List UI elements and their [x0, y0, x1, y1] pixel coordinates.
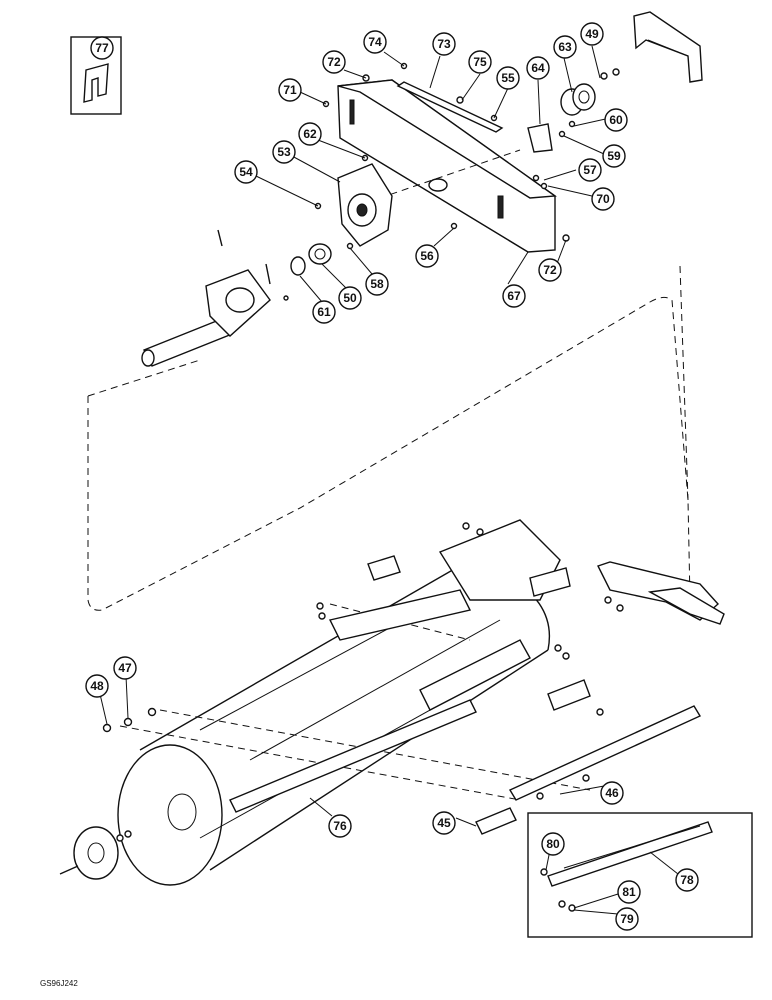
- bracket-64: [527, 123, 553, 153]
- callout-59: 59: [607, 149, 621, 163]
- callout-badges: 77 74 73 72 75 55 64 63 49 71 62 53 60 5…: [85, 22, 699, 931]
- hub-flange: [59, 826, 119, 880]
- dashed-assembly-outline: [87, 296, 691, 611]
- drawing-code: GS96J242: [40, 979, 78, 988]
- callout-76: 76: [333, 819, 347, 833]
- callout-81: 81: [622, 885, 636, 899]
- drum-76: [117, 559, 591, 886]
- callout-64: 64: [531, 61, 545, 75]
- callout-67: 67: [507, 289, 521, 303]
- callout-54: 54: [239, 165, 253, 179]
- bearing-50: [308, 243, 332, 265]
- callout-72b: 72: [543, 263, 557, 277]
- callout-53: 53: [277, 145, 291, 159]
- callout-48: 48: [90, 679, 104, 693]
- callout-80: 80: [546, 837, 560, 851]
- inset-78-box: [527, 812, 753, 938]
- strap-73: [396, 81, 504, 133]
- ring-61: [290, 256, 306, 276]
- bearing-housing-53: [337, 163, 393, 247]
- drum-fins: [229, 519, 561, 813]
- callout-74: 74: [368, 35, 382, 49]
- callout-72a: 72: [327, 55, 341, 69]
- stub-shaft-assembly: [141, 229, 271, 367]
- callout-75: 75: [473, 55, 487, 69]
- drum-shaft: [529, 567, 571, 597]
- bar-46-strip: [508, 705, 702, 801]
- callout-45: 45: [437, 816, 451, 830]
- callout-78: 78: [680, 873, 694, 887]
- shield-top-right: [633, 11, 703, 83]
- callout-61: 61: [317, 305, 331, 319]
- callout-55: 55: [501, 71, 515, 85]
- callout-77: 77: [95, 41, 109, 55]
- callout-63: 63: [558, 40, 572, 54]
- callout-71: 71: [283, 83, 297, 97]
- callout-56: 56: [420, 249, 434, 263]
- right-bracket: [597, 561, 725, 625]
- callout-47: 47: [118, 661, 132, 675]
- callout-79: 79: [620, 912, 634, 926]
- callout-leaders: [99, 45, 679, 915]
- callout-58: 58: [370, 277, 384, 291]
- sprocket-63: [560, 83, 596, 116]
- fasteners-lower: [102, 522, 624, 842]
- plate-45: [475, 807, 517, 835]
- callout-62: 62: [303, 127, 317, 141]
- callout-70: 70: [596, 192, 610, 206]
- callout-73: 73: [437, 37, 451, 51]
- callout-60: 60: [609, 113, 623, 127]
- wiper-bars: [367, 555, 591, 711]
- callout-50: 50: [343, 291, 357, 305]
- callout-49: 49: [585, 27, 599, 41]
- callout-57: 57: [583, 163, 597, 177]
- inset-77: [70, 36, 122, 115]
- callout-46: 46: [605, 786, 619, 800]
